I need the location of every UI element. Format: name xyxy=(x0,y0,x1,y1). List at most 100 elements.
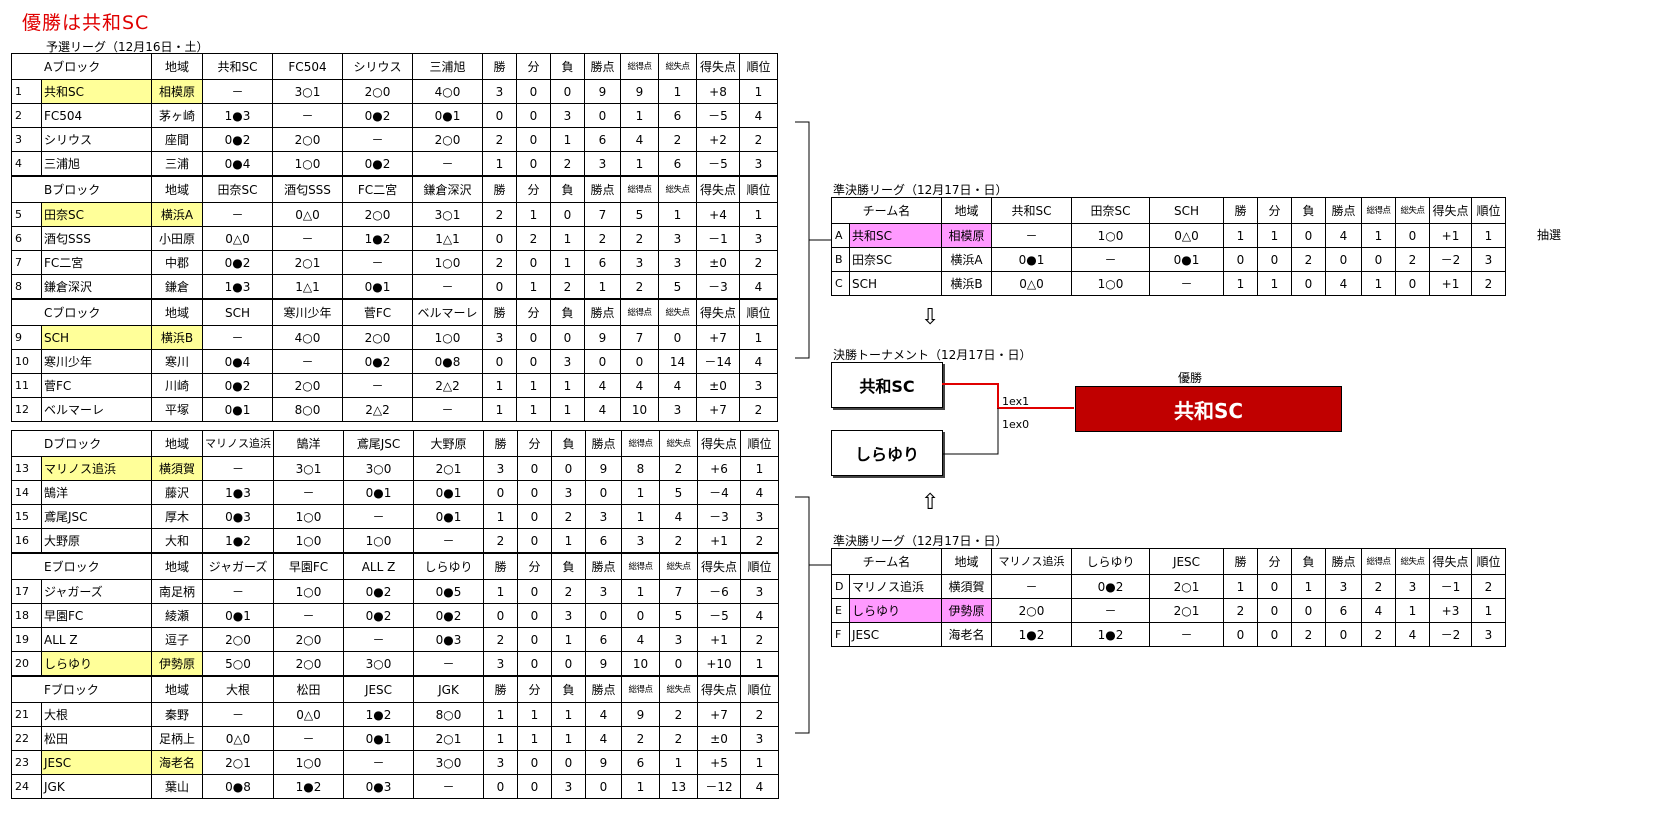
match-result: 1●2 xyxy=(342,226,413,251)
team-name: SCH xyxy=(41,325,152,350)
rank: 4 xyxy=(739,274,778,300)
area-header: 地域 xyxy=(941,548,992,575)
final-caption: 決勝トーナメント（12月17日・日） xyxy=(833,348,1032,362)
match-result: 1△1 xyxy=(272,274,343,300)
team-area: 厚木 xyxy=(151,504,203,529)
rank: 3 xyxy=(739,226,778,251)
draws: 1 xyxy=(1257,223,1292,248)
team-name: SCH xyxy=(849,271,942,296)
wins: 0 xyxy=(483,603,518,628)
match-result: 1○0 xyxy=(273,504,344,529)
goals-against-header: 総失点 xyxy=(658,175,697,203)
wins-header: 勝 xyxy=(1223,548,1258,575)
opponent-header: マリノス追浜 xyxy=(202,430,274,457)
rank: 1 xyxy=(739,202,778,227)
area-header: 地域 xyxy=(151,298,203,326)
goal-diff: －14 xyxy=(696,349,740,374)
points: 9 xyxy=(585,456,622,481)
goals-for-header: 総得点 xyxy=(621,675,660,703)
row-number: 19 xyxy=(11,627,42,652)
goal-diff: －6 xyxy=(697,579,741,604)
match-result: 0●3 xyxy=(413,627,484,652)
points: 9 xyxy=(585,651,622,677)
block-name: Cブロック xyxy=(11,298,152,326)
team-name: 松田 xyxy=(41,726,152,751)
goal-diff: +10 xyxy=(697,651,741,677)
rank-header: 順位 xyxy=(740,552,779,580)
wins: 2 xyxy=(482,250,517,275)
row-number: 16 xyxy=(11,528,42,554)
draws: 1 xyxy=(517,726,552,751)
match-result: 0●2 xyxy=(202,373,273,398)
area-header: 地域 xyxy=(151,175,203,203)
match-result: － xyxy=(1149,622,1224,647)
team-area: 横須賀 xyxy=(151,456,203,481)
bracket-lines-abc xyxy=(795,121,831,359)
row-number: 6 xyxy=(11,226,42,251)
team-name: 寒川少年 xyxy=(41,349,152,374)
match-result: 0●2 xyxy=(343,603,414,628)
match-result: － xyxy=(1149,271,1224,296)
losses: 1 xyxy=(550,250,585,275)
goals-for: 1 xyxy=(621,480,660,505)
wins: 1 xyxy=(482,373,517,398)
opponent-header: ジャガーズ xyxy=(202,552,274,580)
match-result: 2○1 xyxy=(1149,598,1224,623)
losses: 2 xyxy=(551,504,586,529)
rank: 3 xyxy=(739,373,778,398)
losses: 0 xyxy=(551,456,586,481)
opponent-header: JESC xyxy=(343,675,414,703)
losses: 0 xyxy=(550,202,585,227)
team-area: 座間 xyxy=(151,127,203,152)
rank: 2 xyxy=(739,127,778,152)
team-area: 中郡 xyxy=(151,250,203,275)
draws: 0 xyxy=(517,774,552,799)
rank: 1 xyxy=(1471,223,1506,248)
goal-diff-header: 得失点 xyxy=(696,298,740,326)
goals-against: 4 xyxy=(1395,622,1430,647)
area-header: 地域 xyxy=(151,675,203,703)
team-area: 横浜A xyxy=(151,202,203,227)
match-result: 2○1 xyxy=(413,726,484,751)
goals-for: 4 xyxy=(1361,598,1396,623)
match-result: 0●5 xyxy=(413,579,484,604)
points: 9 xyxy=(584,79,621,104)
match-result: 0●8 xyxy=(202,774,274,799)
opponent-header: 田奈SC xyxy=(202,175,273,203)
rank: 1 xyxy=(740,750,779,775)
draws: 0 xyxy=(517,603,552,628)
match-result: 1●2 xyxy=(202,528,274,554)
opponent-header: ALL Z xyxy=(343,552,414,580)
draws: 1 xyxy=(516,274,551,300)
team-area: 足柄上 xyxy=(151,726,203,751)
losses: 1 xyxy=(551,726,586,751)
goal-diff-header: 得失点 xyxy=(697,430,741,457)
wins: 1 xyxy=(483,702,518,727)
goals-for: 1 xyxy=(620,103,659,128)
match-result: 0△0 xyxy=(991,271,1072,296)
match-result: 1●3 xyxy=(202,274,273,300)
draws: 1 xyxy=(516,397,551,422)
block-name: Fブロック xyxy=(11,675,152,703)
points-header: 勝点 xyxy=(585,430,622,457)
losses: 2 xyxy=(551,579,586,604)
goal-diff: +1 xyxy=(697,627,741,652)
opponent-header: 松田 xyxy=(273,675,344,703)
team-name: 大根 xyxy=(41,702,152,727)
row-letter: D xyxy=(831,574,850,599)
wins: 3 xyxy=(482,325,517,350)
points-header: 勝点 xyxy=(584,298,621,326)
match-result: 0●4 xyxy=(202,349,273,374)
